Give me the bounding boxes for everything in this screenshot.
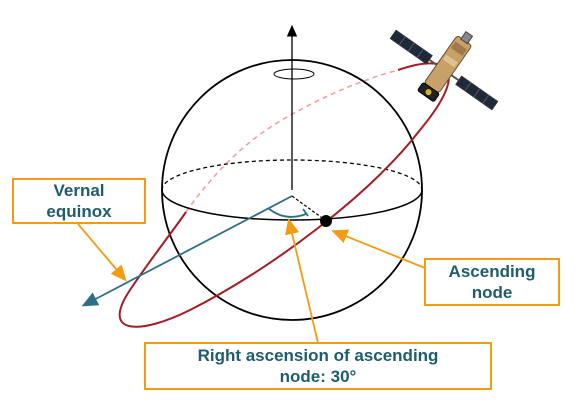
ascending-node-label-line1: Ascending [448, 262, 536, 281]
satellite-icon [389, 29, 499, 111]
ascending-node-label: Ascending node [424, 258, 560, 306]
ascending-node-label-line2: node [471, 283, 513, 302]
node-radius-line [291, 195, 326, 221]
equator-back [161, 159, 423, 191]
raan-label-line2: node: 30° [279, 367, 357, 386]
raan-callout-line [285, 217, 319, 344]
raan-angle-tick [302, 208, 309, 217]
vernal-equinox-label: Vernal equinox [12, 178, 146, 224]
orbit-front [118, 62, 450, 328]
pole-rotation-ring [273, 68, 315, 80]
equator-front [161, 189, 423, 221]
raan-label: Right ascension of ascending node: 30° [144, 342, 492, 390]
vernal-equinox-label-line2: equinox [46, 202, 112, 221]
raan-label-line1: Right ascension of ascending [197, 346, 439, 365]
vernal-callout-line [77, 223, 127, 282]
ascending-node-callout-line [331, 229, 426, 269]
vernal-equinox-axis [81, 195, 293, 307]
raan-angle-arc [267, 207, 307, 218]
vernal-equinox-label-line1: Vernal [53, 181, 105, 200]
ascending-node-marker [320, 215, 332, 227]
